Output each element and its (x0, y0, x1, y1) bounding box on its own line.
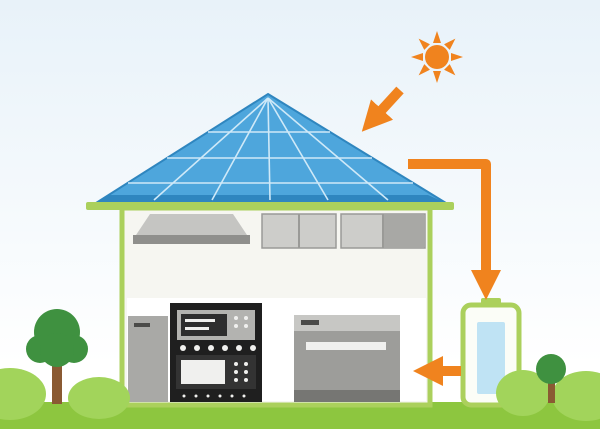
sun-icon (411, 31, 463, 83)
dishwasher (294, 315, 400, 402)
microwave-buttons (234, 362, 248, 382)
right-greenery (496, 354, 600, 421)
oven-display-screen (181, 314, 227, 336)
tree-right-crown (536, 354, 566, 384)
dishwasher-kickplate (294, 390, 400, 402)
oven-knob-row (180, 345, 256, 351)
oven-bottom-vents (182, 394, 246, 398)
microwave-window (181, 360, 225, 384)
upper-window-2 (340, 213, 426, 249)
left-greenery (0, 309, 130, 420)
cabinet-handle (134, 323, 150, 327)
oven-buttons (234, 316, 248, 328)
bush-left-2 (68, 377, 130, 419)
storage-battery (460, 298, 522, 408)
range-hood (133, 214, 250, 244)
sun-core (425, 45, 449, 69)
microwave (176, 355, 256, 389)
battery-cell (477, 322, 505, 394)
sun-rays (411, 31, 463, 83)
arrow-roof-to-battery-icon (408, 159, 501, 300)
tree-left-crown (26, 309, 88, 367)
dishwasher-handle (301, 320, 319, 325)
counter-top (294, 315, 400, 331)
tree-right-trunk (548, 382, 555, 403)
bush-right-1 (496, 370, 550, 416)
range-hood-vent (133, 235, 250, 244)
solar-panel-grid (128, 97, 413, 201)
tree-left (26, 309, 88, 404)
kitchen-cabinet (128, 316, 168, 402)
tree-left-trunk (52, 356, 62, 404)
bush-right-2 (552, 371, 600, 421)
oven-unit (170, 303, 262, 402)
solar-panel-bottom-edge (96, 195, 446, 203)
solar-panel-roof (86, 92, 454, 210)
bush-left-1 (0, 368, 46, 420)
dishwasher-slot (306, 342, 386, 350)
house (119, 205, 433, 408)
tree-right (536, 354, 566, 403)
arrow-sun-to-roof-icon (361, 86, 404, 132)
upper-window-1 (261, 213, 337, 249)
range-hood-canopy (136, 214, 247, 235)
